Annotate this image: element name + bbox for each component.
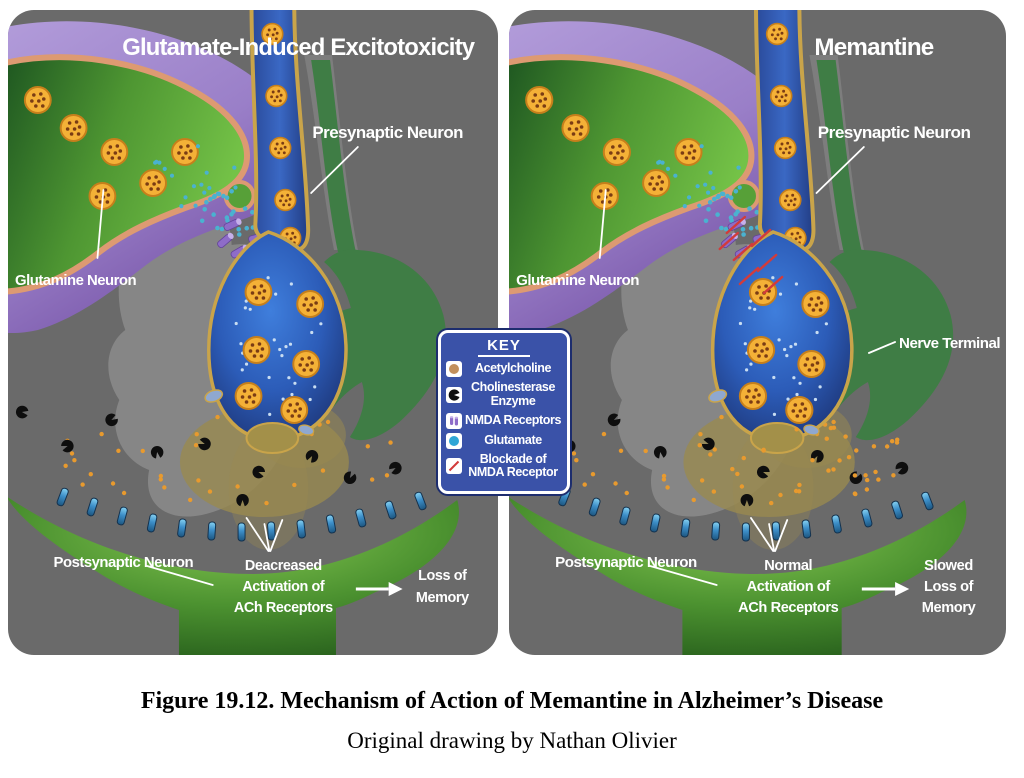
excitotoxicity-panel: Glutamate-Induced Excitotoxicity Presyna…	[8, 10, 498, 655]
activation-label-line1: Normal	[764, 558, 812, 574]
acetylcholine-icon	[446, 361, 462, 377]
postsynaptic-neuron-label: Postsynaptic Neuron	[555, 554, 697, 571]
key-legend: KEY Acetylcholine Cholinesterase Enzyme	[438, 330, 570, 494]
nerve-terminal-label: Nerve Terminal	[899, 335, 1000, 352]
activation-label-line3: ACh Receptors	[234, 600, 333, 616]
outcome-label-line2: Loss of	[924, 579, 974, 595]
panel-title: Glutamate-Induced Excitotoxicity	[122, 34, 475, 61]
key-item-label: Glutamate	[484, 432, 542, 447]
outcome-label-line1: Loss of	[418, 568, 467, 584]
figure-caption: Figure 19.12. Mechanism of Action of Mem…	[140, 688, 884, 714]
figure-credit: Original drawing by Nathan Olivier	[347, 728, 677, 753]
glutamine-neuron-label: Glutamine Neuron	[516, 272, 639, 289]
outcome-label-line1: Slowed	[924, 558, 973, 574]
key-item-label: Acetylcholine	[474, 361, 552, 376]
activation-label-line3: ACh Receptors	[738, 600, 839, 616]
key-item-label: Enzyme	[490, 393, 536, 408]
key-item-nmda-receptors: NMDA Receptors	[444, 412, 564, 429]
nmda-receptors-icon	[446, 412, 462, 429]
presynaptic-neuron-label: Presynaptic Neuron	[312, 123, 463, 142]
cholinesterase-icon	[446, 386, 462, 403]
postsynaptic-neuron-label: Postsynaptic Neuron	[54, 554, 194, 571]
key-item-cholinesterase: Cholinesterase Enzyme	[444, 380, 564, 409]
outcome-label-line2: Memory	[416, 590, 469, 606]
key-item-label: NMDA Receptors	[464, 412, 562, 427]
key-item-glutamate: Glutamate	[444, 432, 564, 449]
activation-label-line2: Activation of	[747, 579, 831, 595]
key-item-acetylcholine: Acetylcholine	[444, 361, 564, 377]
blockade-icon	[446, 458, 462, 475]
glutamate-icon	[446, 432, 462, 449]
key-item-label: NMDA Receptor	[468, 465, 558, 480]
activation-label-line2: Activation of	[242, 579, 325, 595]
panel-title: Memantine	[814, 34, 933, 61]
key-title: KEY	[478, 337, 530, 357]
glutamine-neuron-label: Glutamine Neuron	[15, 272, 136, 289]
memantine-diagram: Memantine Presynaptic Neuron Glutamine N…	[509, 10, 1001, 655]
memantine-panel: Memantine Presynaptic Neuron Glutamine N…	[509, 10, 1006, 655]
activation-label-line1: Deacreased	[245, 558, 322, 574]
excitotoxicity-diagram: Glutamate-Induced Excitotoxicity Presyna…	[8, 10, 477, 655]
outcome-label-line3: Memory	[922, 600, 977, 616]
nerve-terminal-pointer	[867, 341, 897, 354]
presynaptic-neuron-label: Presynaptic Neuron	[818, 123, 971, 142]
key-item-blockade: Blockade of NMDA Receptor	[444, 451, 564, 481]
key-item-label: Cholinesterase	[470, 380, 556, 394]
key-item-label: Blockade of	[479, 451, 547, 466]
